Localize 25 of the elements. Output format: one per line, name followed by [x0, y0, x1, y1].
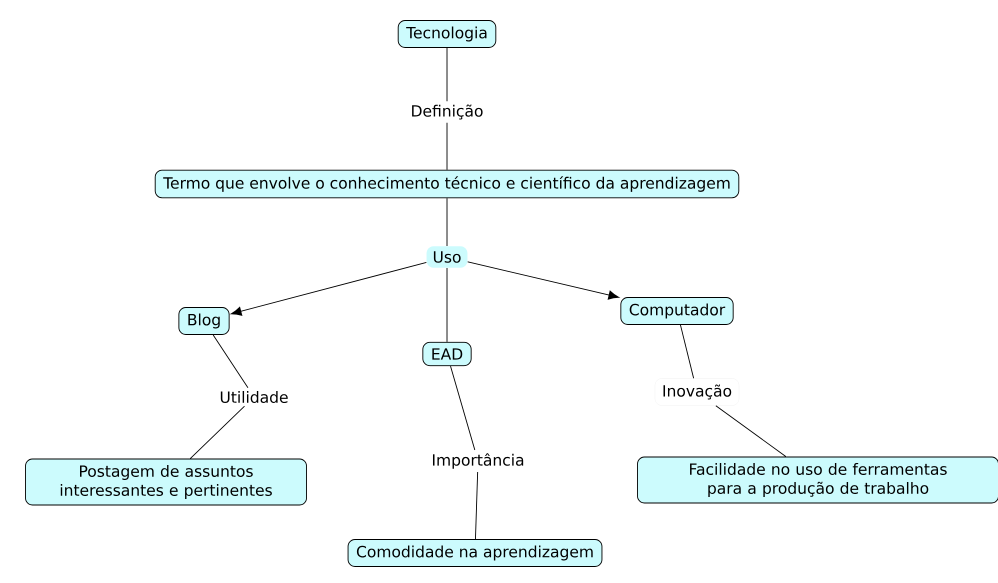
- connector: [446, 48, 448, 102]
- concept-box: Postagem de assuntos interessantes e pertinentes: [25, 458, 307, 506]
- connector: [446, 122, 448, 170]
- connector: [467, 261, 620, 300]
- linking-phrase: Importância: [428, 450, 528, 472]
- connector: [230, 262, 427, 316]
- connector: [190, 406, 245, 459]
- connector: [475, 472, 478, 540]
- concept-box: Blog: [178, 307, 230, 335]
- connector: [450, 366, 476, 450]
- connector: [715, 405, 786, 457]
- linking-phrase: Definição: [408, 101, 486, 123]
- concept-box: Tecnologia: [398, 20, 496, 48]
- concept-box: Computador: [620, 297, 734, 325]
- linking-phrase: Utilidade: [216, 388, 292, 406]
- connector: [680, 324, 694, 379]
- connector: [446, 268, 448, 342]
- linking-phrase: Inovação: [654, 378, 740, 406]
- concept-box: Comodidade na aprendizagem: [348, 539, 602, 567]
- concept-box: Termo que envolve o conhecimento técnico e científico da aprendizagem: [154, 170, 740, 198]
- linking-phrase: Uso: [426, 246, 468, 268]
- connector: [446, 198, 448, 246]
- concept-box: Facilidade no uso de ferramentas para a produção de trabalho: [637, 456, 998, 504]
- connector: [212, 334, 248, 388]
- concept-box: EAD: [422, 342, 472, 366]
